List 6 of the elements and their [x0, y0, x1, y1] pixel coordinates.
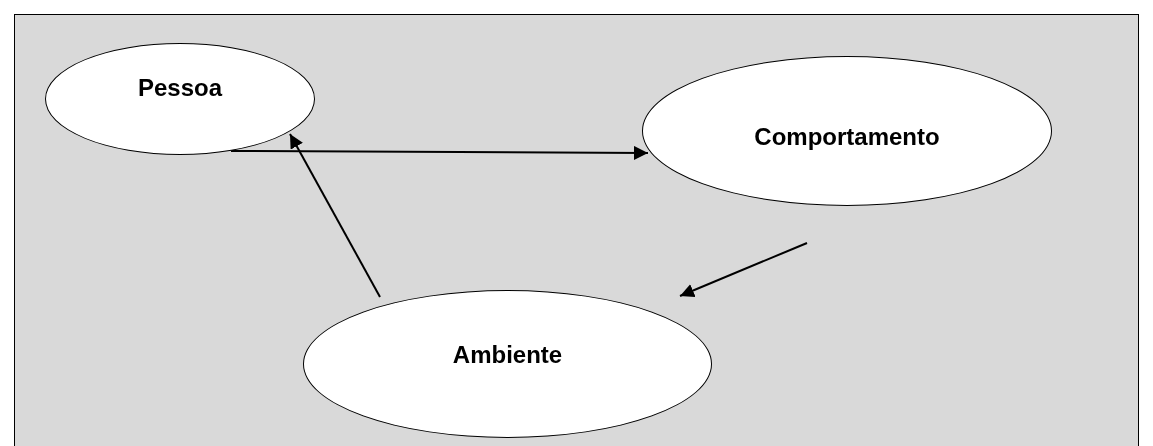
node-label: Pessoa [136, 74, 224, 102]
arrow [679, 242, 808, 298]
arrow [289, 133, 381, 298]
arrow [230, 145, 649, 160]
node-label: Ambiente [451, 341, 564, 369]
node-label: Comportamento [753, 123, 941, 151]
